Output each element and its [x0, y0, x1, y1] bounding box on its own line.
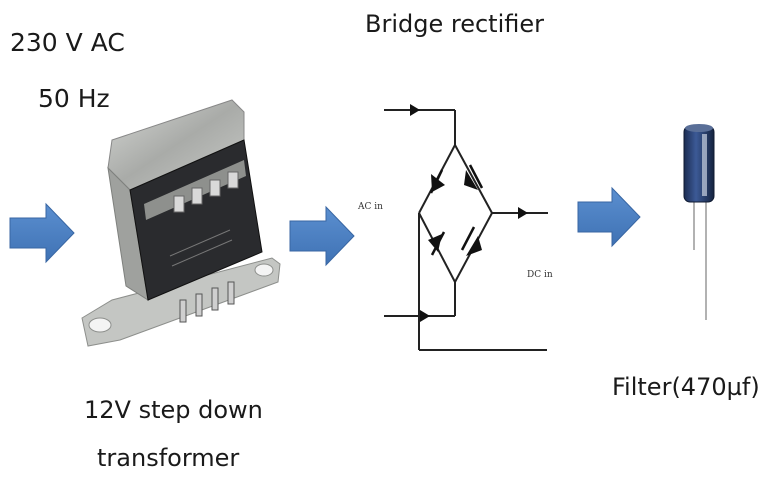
- right-arrow-icon: [9, 202, 75, 264]
- transformer-label-line1: 12V step down: [84, 396, 263, 424]
- transformer-icon: [81, 99, 281, 347]
- diode-icon: [429, 169, 445, 194]
- diode-icon: [464, 164, 484, 190]
- input-frequency-label: 50 Hz: [38, 84, 110, 113]
- capacitor-icon: [683, 124, 715, 320]
- diode-icon: [460, 226, 482, 256]
- wire-markers: [410, 104, 528, 322]
- right-arrow-icon: [577, 186, 641, 248]
- bridge-rectifier-circuit: [384, 109, 548, 351]
- rectifier-title: Bridge rectifier: [365, 10, 544, 38]
- ac-in-label: AC in: [358, 202, 383, 212]
- right-arrow-icon: [289, 205, 355, 267]
- dc-in-label: DC in: [527, 270, 553, 280]
- filter-label: Filter(470µf): [612, 373, 760, 401]
- transformer-label-line2: transformer: [97, 444, 240, 472]
- diode-icon: [428, 231, 446, 256]
- input-voltage-label: 230 V AC: [10, 28, 125, 57]
